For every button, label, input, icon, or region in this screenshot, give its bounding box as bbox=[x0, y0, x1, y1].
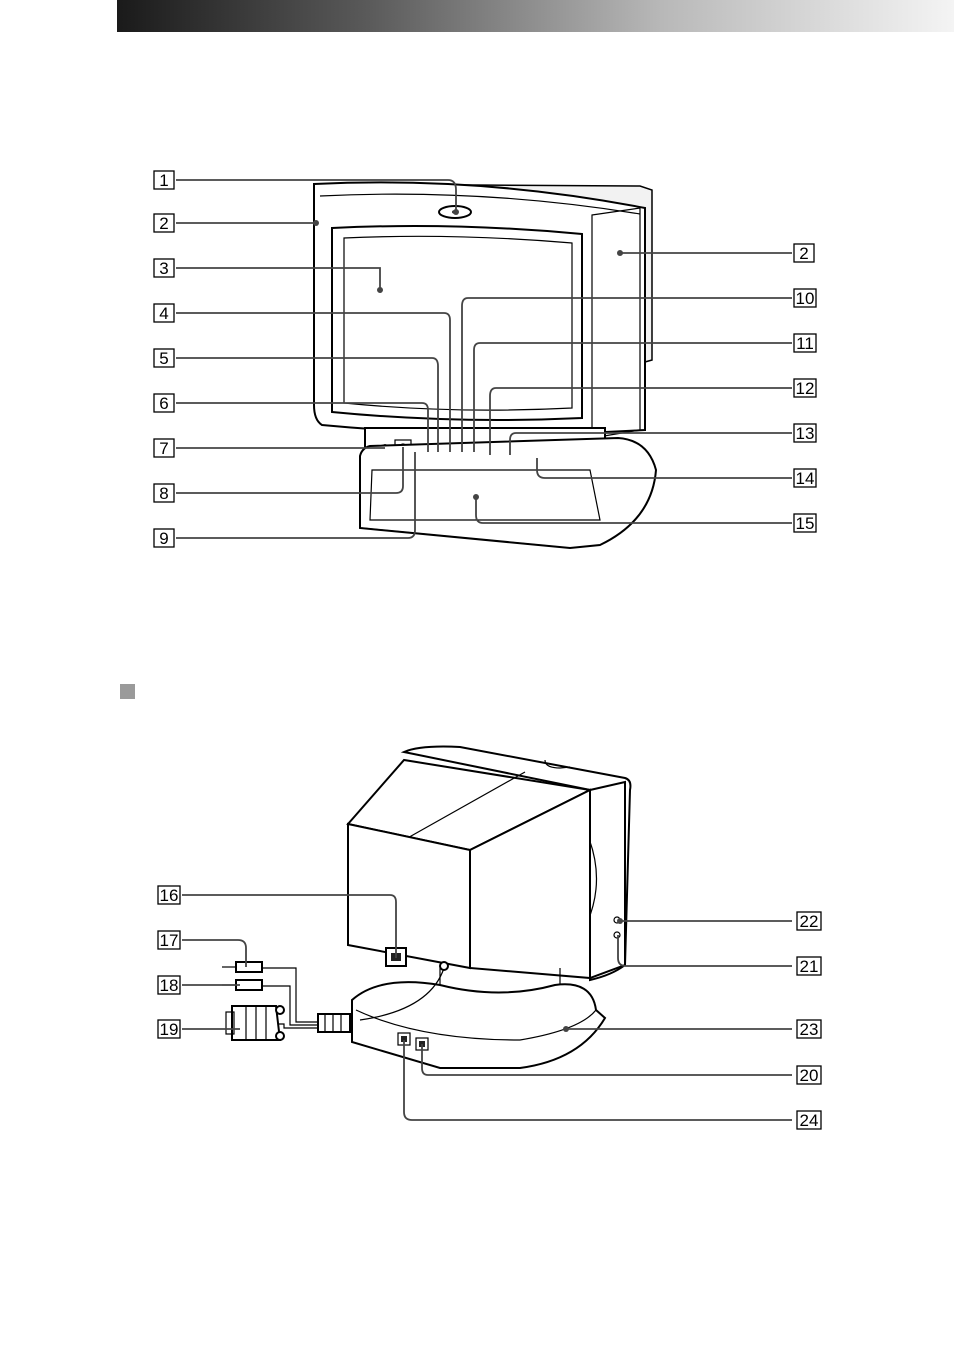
callout-14: 14 bbox=[793, 468, 817, 488]
svg-text:8: 8 bbox=[159, 484, 168, 503]
rear-leader-lines bbox=[182, 894, 792, 1121]
front-view-monitor bbox=[313, 181, 658, 550]
callout-4: 4 bbox=[153, 303, 175, 323]
callout-9: 9 bbox=[153, 528, 175, 548]
svg-text:12: 12 bbox=[796, 379, 815, 398]
callout-24: 24 bbox=[796, 1110, 822, 1130]
callout-7: 7 bbox=[153, 438, 175, 458]
callout-8: 8 bbox=[153, 483, 175, 503]
callout-17: 17 bbox=[157, 930, 181, 950]
svg-text:10: 10 bbox=[796, 289, 815, 308]
callout-10: 10 bbox=[793, 288, 817, 308]
svg-text:1: 1 bbox=[159, 171, 168, 190]
svg-text:3: 3 bbox=[159, 259, 168, 278]
svg-text:23: 23 bbox=[800, 1020, 819, 1039]
callout-5: 5 bbox=[153, 348, 175, 368]
callout-1: 1 bbox=[153, 170, 175, 190]
callout-2-left: 2 bbox=[153, 213, 175, 233]
callout-16: 16 bbox=[157, 885, 181, 905]
svg-text:20: 20 bbox=[800, 1066, 819, 1085]
callout-2-right: 2 bbox=[793, 243, 815, 263]
svg-text:6: 6 bbox=[159, 394, 168, 413]
callout-18: 18 bbox=[157, 975, 181, 995]
svg-text:17: 17 bbox=[160, 931, 179, 950]
front-leader-lines bbox=[176, 179, 792, 539]
callout-11: 11 bbox=[793, 333, 817, 353]
callout-13: 13 bbox=[793, 423, 817, 443]
callout-15: 15 bbox=[793, 513, 817, 533]
svg-text:13: 13 bbox=[796, 424, 815, 443]
callout-20: 20 bbox=[796, 1065, 822, 1085]
svg-text:15: 15 bbox=[796, 514, 815, 533]
svg-text:18: 18 bbox=[160, 976, 179, 995]
callout-23: 23 bbox=[796, 1019, 822, 1039]
svg-text:22: 22 bbox=[800, 912, 819, 931]
rear-view-monitor bbox=[222, 745, 632, 1069]
section-marker-square bbox=[120, 684, 135, 699]
callout-21: 21 bbox=[796, 956, 822, 976]
callout-19: 19 bbox=[157, 1019, 181, 1039]
svg-text:24: 24 bbox=[800, 1111, 819, 1130]
header-gradient-banner bbox=[117, 0, 954, 32]
svg-text:16: 16 bbox=[160, 886, 179, 905]
callout-22: 22 bbox=[796, 911, 822, 931]
svg-text:14: 14 bbox=[796, 469, 815, 488]
callout-12: 12 bbox=[793, 378, 817, 398]
callout-6: 6 bbox=[153, 393, 175, 413]
svg-text:4: 4 bbox=[159, 304, 168, 323]
svg-text:2: 2 bbox=[159, 214, 168, 233]
svg-text:19: 19 bbox=[160, 1020, 179, 1039]
svg-text:7: 7 bbox=[159, 439, 168, 458]
svg-text:2: 2 bbox=[799, 244, 808, 263]
callout-3: 3 bbox=[153, 258, 175, 278]
svg-text:9: 9 bbox=[159, 529, 168, 548]
svg-text:11: 11 bbox=[796, 334, 814, 353]
svg-text:21: 21 bbox=[800, 957, 819, 976]
svg-text:5: 5 bbox=[159, 349, 168, 368]
